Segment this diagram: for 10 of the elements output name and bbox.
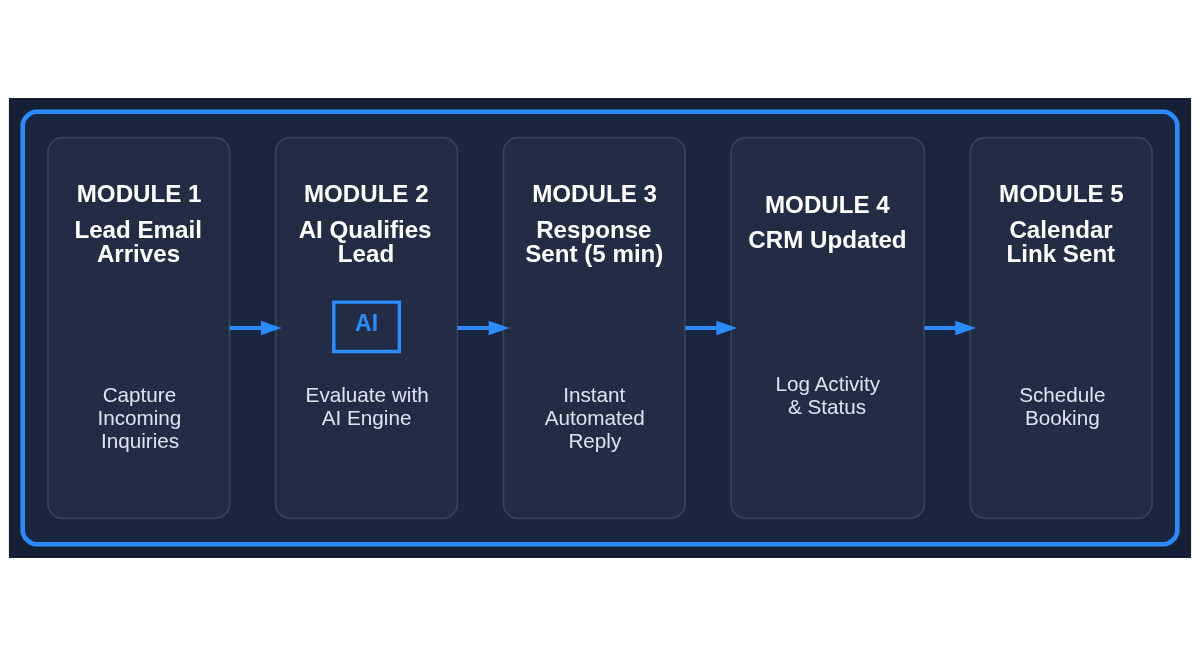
- arrow: [457, 320, 510, 335]
- arrow: [229, 320, 282, 335]
- node-box: MODULE 5 Calendar Link Sent Schedule Booking: [969, 136, 1153, 519]
- node-box: MODULE 2 AI Qualifies Lead AI Evaluate with AI Engine: [274, 136, 459, 519]
- arrow: [924, 320, 977, 335]
- node-box: MODULE 4 CRM Updated Log Activity & Status: [730, 136, 926, 519]
- node-box: MODULE 1 Lead Email Arrives Capture Incoming Inquiries: [47, 136, 231, 519]
- cluster: [20, 109, 1180, 546]
- node-box: MODULE 3 Response Sent (5 min) Instant Automated Reply: [502, 136, 686, 519]
- arrow: [685, 320, 738, 335]
